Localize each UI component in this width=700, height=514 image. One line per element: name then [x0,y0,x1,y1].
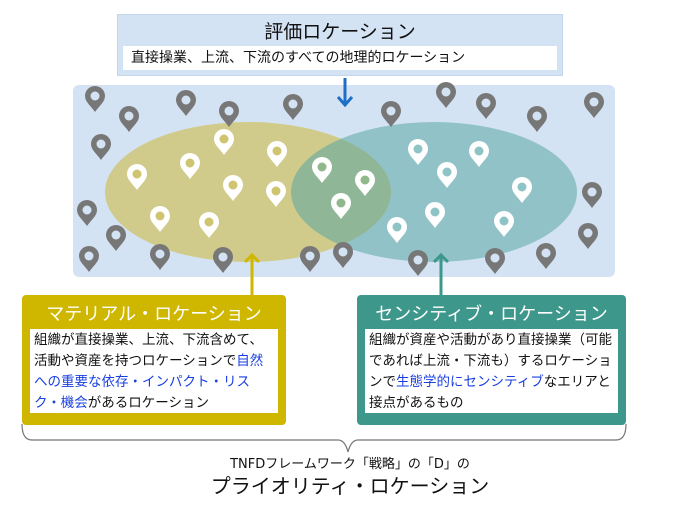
location-pin-icon [381,101,401,127]
location-pin-icon [578,223,598,249]
location-pin-icon [176,90,196,116]
sensitive-pin-icon [387,217,407,243]
caption-title: プライオリティ・ロケーション [210,474,490,498]
location-pin-icon [476,93,496,119]
location-pin-icon [150,244,170,270]
material-pin-icon [214,129,234,155]
caption-line1: TNFDフレームワーク「戦略」の「D」の [230,457,470,472]
sensitive-text: 組織が資産や活動があり直接操業（可能であれば上流・下流も）するロケーションで [369,332,612,390]
sensitive-pin-icon [408,139,428,165]
material-description: 組織が直接操業、上流、下流含めて、活動や資産を持つロケーションで自然への重要な依… [30,329,278,413]
material-pin-icon [127,164,147,190]
sensitive-pin-icon [425,202,445,228]
down-arrow-icon [336,78,354,108]
material-pin-icon [199,212,219,238]
location-pin-icon [119,106,139,132]
location-map [73,78,615,296]
location-pin-icon [527,106,547,132]
evaluation-location-box: 評価ロケーション 直接操業、上流、下流のすべての地理的ロケーション [117,14,563,76]
sensitive-pin-icon [494,211,514,237]
location-pin-icon [213,247,233,273]
material-pin-icon [266,181,286,207]
material-up-arrow-icon [243,252,261,296]
material-text: 組織が直接操業、上流、下流含めて、活動や資産を持つロケーションで [34,332,263,369]
location-pin-icon [536,243,556,269]
location-pin-icon [300,246,320,272]
location-pin-icon [79,246,99,272]
sensitive-up-arrow-icon [432,252,450,296]
location-pin-icon [106,225,126,251]
sensitive-pin-icon [437,162,457,188]
material-pin-icon [223,175,243,201]
sensitive-ellipse [291,122,577,262]
sensitive-description: 組織が資産や活動があり直接操業（可能であれば上流・下流も）するロケーションで生態… [365,329,618,413]
sensitive-highlight: 生態学的にセンシティブ [396,374,544,390]
material-text-end: があるロケーション [87,395,209,411]
material-location-box: マテリアル・ロケーション 組織が直接操業、上流、下流含めて、活動や資産を持つロケ… [22,295,286,425]
material-pin-icon [267,141,287,167]
sensitive-title: センシティブ・ロケーション [375,304,608,325]
location-pin-icon [485,248,505,274]
priority-pin-icon [355,170,375,196]
sensitive-pin-icon [469,141,489,167]
evaluation-title: 評価ロケーション [264,21,416,43]
location-pin-icon [219,101,239,127]
priority-pin-icon [331,193,351,219]
location-pin-icon [283,94,303,120]
material-title: マテリアル・ロケーション [46,304,262,325]
location-pin-icon [333,242,353,268]
location-pin-icon [584,92,604,118]
location-pin-icon [77,200,97,226]
priority-pin-icon [312,157,332,183]
material-pin-icon [150,206,170,232]
location-pin-icon [408,250,428,276]
location-pin-icon [436,82,456,108]
evaluation-subtitle: 直接操業、上流、下流のすべての地理的ロケーション [123,46,557,70]
sensitive-text-end: なエリアと接点があるもの [369,374,611,411]
location-pin-icon [91,134,111,160]
location-pin-icon [582,182,602,208]
sensitive-location-box: センシティブ・ロケーション 組織が資産や活動があり直接操業（可能であれば上流・下… [357,295,626,425]
material-pin-icon [180,153,200,179]
sensitive-pin-icon [512,177,532,203]
location-pin-icon [85,86,105,112]
material-highlight: 自然への重要な依存・インパクト・リスク・機会 [34,353,264,411]
